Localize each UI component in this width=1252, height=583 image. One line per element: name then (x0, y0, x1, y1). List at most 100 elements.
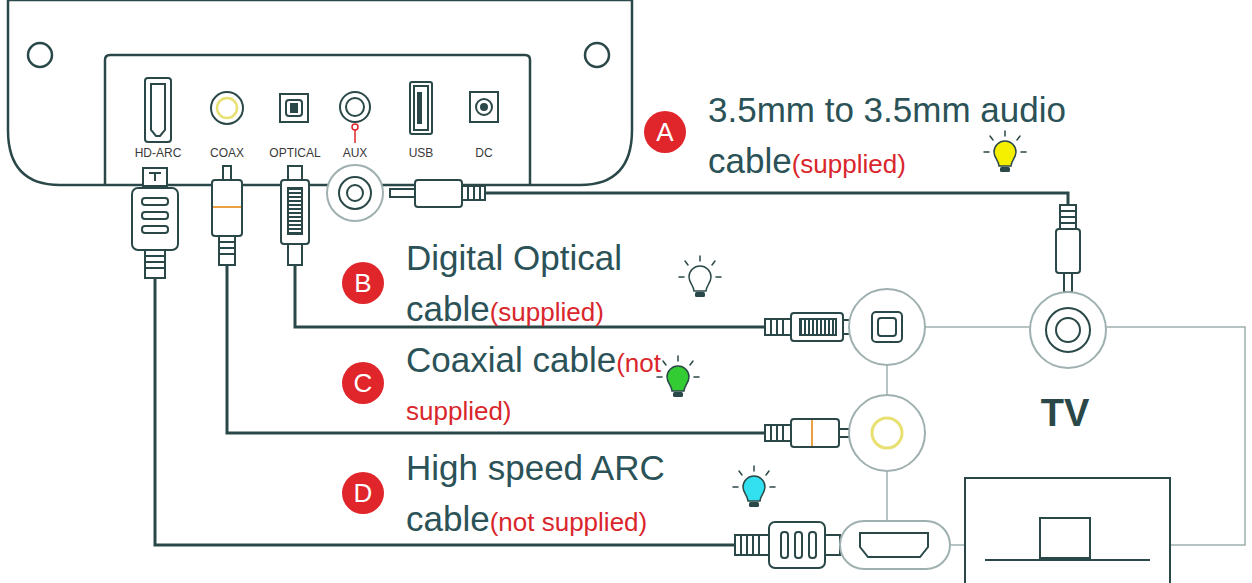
callout-letter: A (656, 119, 673, 145)
tv-optical (771, 319, 783, 335)
coax-plug (212, 180, 242, 236)
tv-hdmi (825, 535, 840, 555)
callout-circle: B (342, 262, 384, 304)
aux-plug (1046, 308, 1090, 352)
tv-hdmi (781, 532, 788, 558)
aux-plug (1060, 205, 1076, 229)
port-label: OPTICAL (269, 147, 320, 161)
cable-name: Coaxial cable (406, 340, 616, 379)
aux-pointer (354, 130, 356, 143)
tv-coax (872, 418, 902, 448)
optical-plug (281, 166, 309, 265)
hdmi-plug (145, 250, 165, 278)
cables (155, 193, 1068, 545)
tv-wiring (886, 471, 888, 521)
coax-plug (223, 166, 231, 180)
callout-text: Coaxial cable(not supplied) (406, 338, 666, 437)
hdmi-plug (132, 168, 178, 278)
soundbar-ports (470, 92, 498, 122)
soundbar-ports (291, 104, 297, 112)
hdmi-plug (142, 226, 168, 233)
callout-letter: B (354, 270, 371, 296)
tv-coax (771, 425, 783, 441)
indicator-bulbs (984, 131, 1026, 172)
soundbar-ports (414, 86, 428, 130)
callout-letter: D (354, 480, 373, 506)
aux-plug (339, 177, 371, 209)
optical-plug (288, 244, 302, 265)
tv-coax (765, 425, 791, 441)
cables (227, 265, 765, 433)
device-label: TV (1041, 392, 1090, 436)
tv-optical (878, 318, 896, 336)
aux-plug (462, 186, 485, 200)
soundbar-body (585, 43, 609, 67)
tv-coax (791, 419, 839, 447)
aux-plug (1030, 292, 1106, 368)
soundbar-ports (211, 92, 243, 124)
soundbar-ports (346, 98, 364, 116)
tv-hdmi (769, 522, 825, 568)
tv-hdmi (809, 532, 816, 558)
tv-wiring (925, 326, 1030, 328)
soundbar-ports (280, 94, 308, 122)
supply-note: (not supplied) (490, 507, 648, 537)
optical-plug (288, 188, 302, 234)
coax-plug (219, 236, 235, 265)
tv-hdmi (840, 521, 950, 569)
port-label: USB (409, 147, 434, 161)
soundbar-ports (151, 84, 165, 136)
aux-plug (468, 186, 480, 200)
soundbar-ports (340, 92, 370, 122)
aux-plug (415, 180, 462, 207)
tv-coax (811, 420, 813, 446)
aux-pointer (352, 124, 358, 143)
tv-optical (791, 313, 843, 341)
callout-circle: C (342, 362, 384, 404)
coax-plug (219, 242, 235, 254)
aux-plug (1056, 318, 1080, 342)
tv-hdmi (735, 535, 769, 555)
hdmi-plug (149, 173, 161, 181)
aux-plug (347, 185, 363, 201)
tv-optical (765, 319, 791, 335)
tv-optical (849, 289, 925, 365)
hdmi-plug (142, 198, 168, 205)
supply-note: (supplied) (490, 297, 604, 327)
aux-plug (1060, 211, 1076, 223)
tv-coax (849, 395, 925, 471)
tv-monitor (1040, 518, 1090, 558)
tv-hdmi (860, 533, 928, 557)
callout: A3.5mm to 3.5mm audio cable(supplied) (644, 88, 1108, 190)
tv-hdmi (795, 532, 802, 558)
aux-plug (327, 165, 383, 221)
coax-plug (212, 166, 242, 265)
port-label: DC (475, 147, 492, 161)
tv-coax (765, 395, 925, 471)
tv-optical (872, 312, 902, 342)
callout-circle: D (342, 472, 384, 514)
tv-hdmi (735, 521, 950, 569)
port-label: AUX (343, 147, 368, 161)
tv-hdmi (741, 535, 759, 555)
hdmi-plug (132, 188, 178, 250)
indicator-bulbs (679, 256, 721, 297)
callout-text: Digital Optical cable(supplied) (406, 236, 666, 338)
aux-plug (1056, 229, 1080, 273)
callout-letter: C (354, 370, 373, 396)
soundbar-ports (476, 99, 492, 115)
aux-plug (390, 189, 415, 197)
port-label: COAX (210, 147, 244, 161)
soundbar-ports (145, 78, 498, 142)
coax-plug (213, 206, 241, 208)
optical-plug (281, 180, 309, 244)
soundbar-ports (417, 92, 422, 124)
soundbar-body (28, 43, 52, 67)
soundbar-ports (286, 100, 302, 116)
tv-monitor (965, 478, 1170, 583)
soundbar-ports (481, 104, 487, 110)
soundbar-body (8, 0, 632, 185)
tv-wiring (886, 365, 888, 395)
